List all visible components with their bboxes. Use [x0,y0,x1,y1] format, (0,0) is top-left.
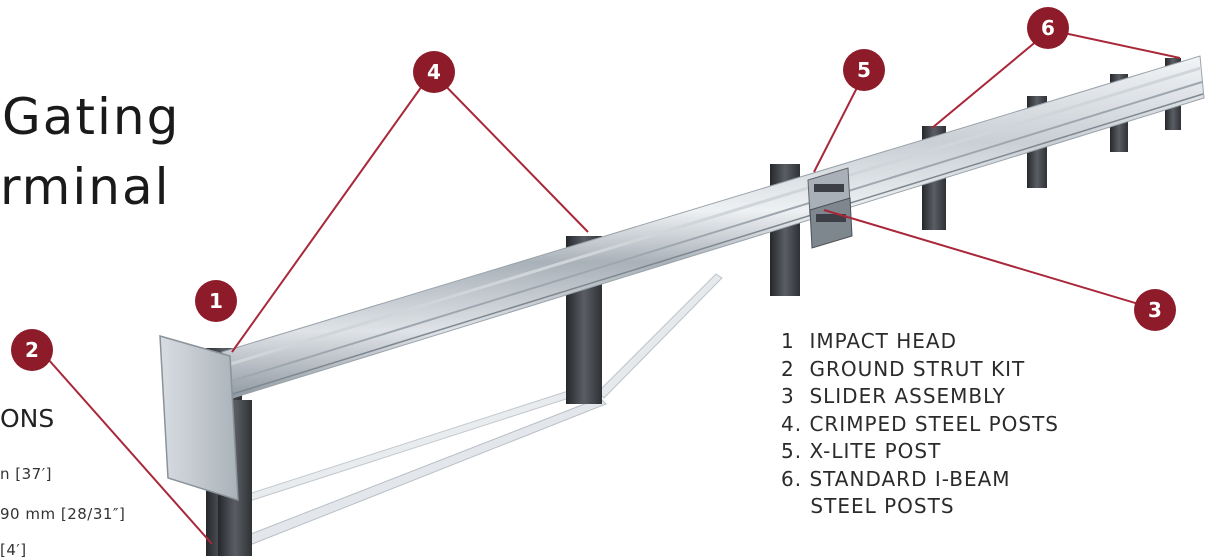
svg-text:5: 5 [857,58,871,82]
svg-text:3: 3 [1148,298,1162,322]
spec-width: [4′] [0,541,27,559]
svg-text:4: 4 [427,60,441,84]
specifications-heading: ONS [0,404,55,433]
title-line-1: Gating [2,88,181,146]
callout-badge-1: 1 [195,280,237,322]
title-line-2: rminal [0,158,171,216]
callout-badge-6: 6 [1027,7,1069,49]
legend-item-standard-i-beam: 6. STANDARD I-BEAM [781,466,1011,491]
spec-height: 90 mm [28/31″] [0,505,126,523]
component-legend: 1 IMPACT HEAD 2 GROUND STRUT KIT 3 SLIDE… [781,328,1059,521]
callout-badge-2: 2 [11,329,53,371]
legend-item-ground-strut-kit: 2 GROUND STRUT KIT [781,356,1026,381]
impact-head [159,334,239,502]
legend-item-crimped-steel-posts: 4. CRIMPED STEEL POSTS [781,411,1060,436]
leader-lines [39,29,1181,545]
callout-badge-4: 4 [413,51,455,93]
legend-item-x-lite-post: 5. X-LITE POST [781,439,942,463]
legend-item-impact-head: 1 IMPACT HEAD [781,329,958,353]
callout-badge-3: 3 [1134,289,1176,331]
legend-item-steel-posts: STEEL POSTS [781,494,955,518]
spec-length: n [37′] [0,465,52,483]
svg-text:6: 6 [1041,16,1055,40]
callout-badge-5: 5 [843,49,885,91]
svg-text:2: 2 [25,338,39,362]
svg-text:1: 1 [209,289,223,313]
legend-item-slider-assembly: 3 SLIDER ASSEMBLY [781,384,1006,408]
slider-assembly [807,167,853,249]
